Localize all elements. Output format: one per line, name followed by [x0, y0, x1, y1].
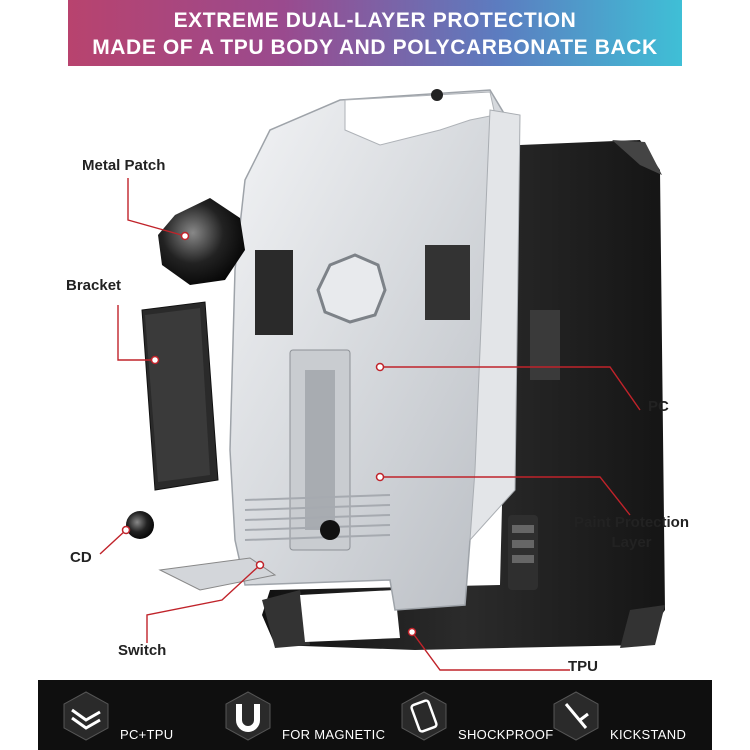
metal-patch-shape [158, 198, 245, 285]
banner-line-2: MADE OF A TPU BODY AND POLYCARBONATE BAC… [92, 36, 658, 59]
callout-metal-patch: Metal Patch [82, 157, 166, 174]
pc-shell-shape [229, 89, 521, 611]
callout-bracket: Bracket [66, 277, 122, 294]
callout-switch: Switch [118, 642, 167, 659]
callout-paint-line-2: Layer [611, 534, 652, 551]
phone-shake-icon [401, 691, 447, 741]
feature-shockproof: SHOCKPROOF [398, 680, 558, 750]
kickstand-icon [553, 691, 599, 741]
cd-shape [126, 511, 154, 539]
callout-tpu: TPU [568, 658, 598, 675]
feature-label: PC+TPU [120, 727, 174, 742]
feature-magnetic: FOR MAGNETIC [222, 680, 392, 750]
callout-paint-protection: Paint Protection Layer [574, 513, 689, 553]
callout-paint-line-1: Paint Protection [574, 514, 690, 531]
exploded-case-illustration [99, 89, 665, 671]
feature-kickstand: KICKSTAND [550, 680, 710, 750]
bent-sheet-icon [63, 691, 109, 741]
switch-shape [158, 557, 277, 591]
banner-line-1: EXTREME DUAL-LAYER PROTECTION [173, 9, 577, 32]
exploded-view [0, 70, 750, 680]
tpu-case-shape [262, 140, 665, 650]
magnet-icon [225, 691, 271, 741]
callout-cd: CD [70, 549, 92, 566]
header-banner: EXTREME DUAL-LAYER PROTECTION MADE OF A … [68, 0, 682, 66]
callout-lines [99, 178, 641, 671]
feature-pc-tpu: PC+TPU [60, 680, 220, 750]
callout-pc: PC [648, 398, 669, 415]
feature-bar: PC+TPU FOR MAGNETIC SHOCKPROOF KICKSTAND [38, 680, 712, 750]
feature-label: SHOCKPROOF [458, 727, 554, 742]
feature-label: FOR MAGNETIC [282, 727, 386, 742]
feature-label: KICKSTAND [610, 727, 687, 742]
